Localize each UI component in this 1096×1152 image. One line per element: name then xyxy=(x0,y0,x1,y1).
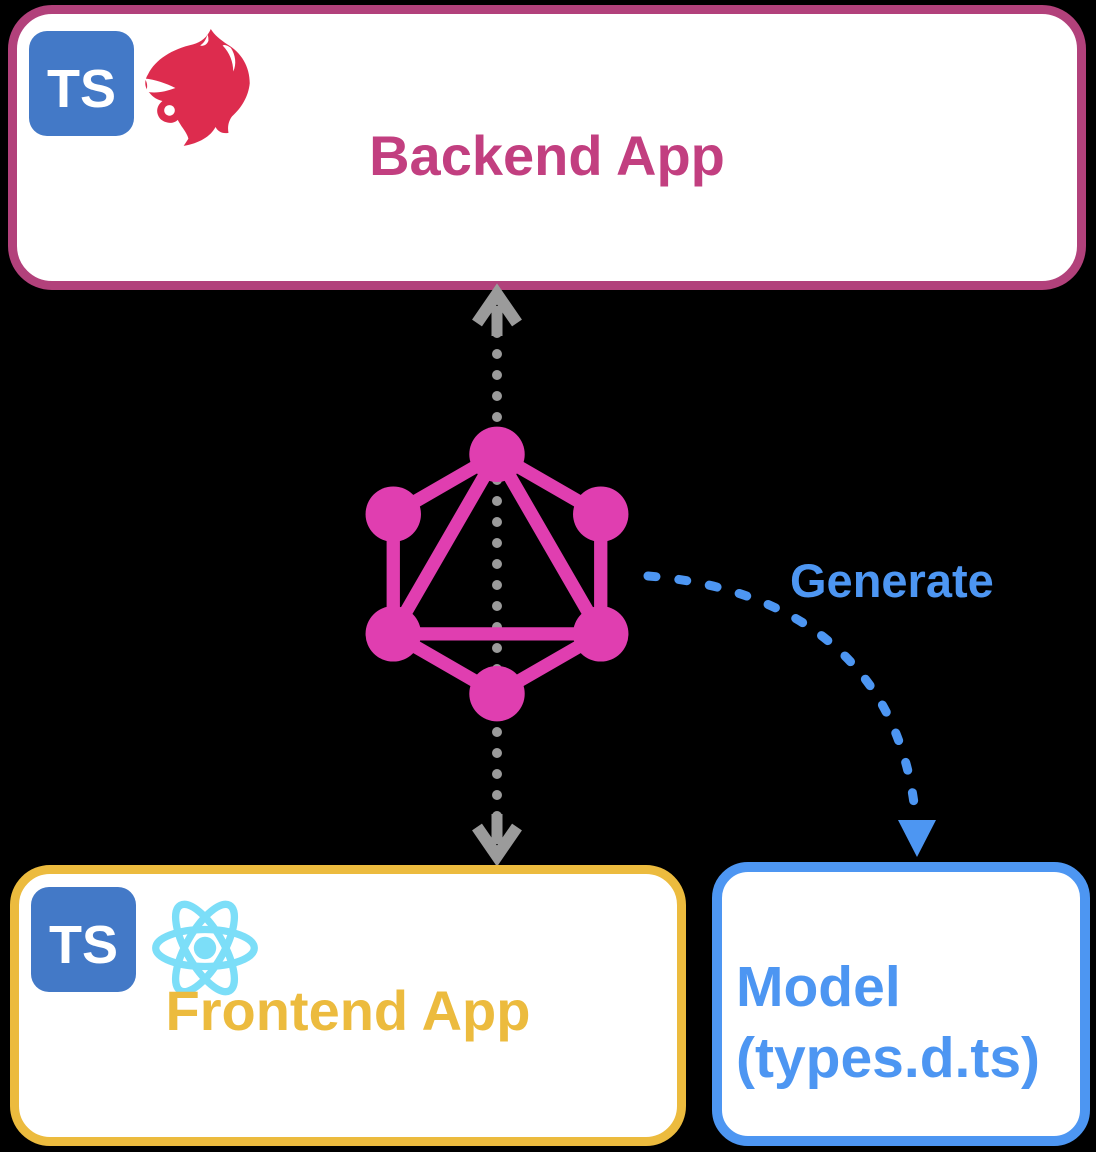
frontend-app-title: Frontend App xyxy=(165,979,531,1042)
graphql-edges xyxy=(381,441,613,702)
nestjs-paw-curl xyxy=(164,105,175,116)
typescript-icon-label: TS xyxy=(48,914,118,975)
react-core xyxy=(193,936,217,960)
react-orbits xyxy=(152,900,258,996)
graphql-nodes xyxy=(365,426,629,722)
arrow-down-icon xyxy=(472,823,522,867)
backend-app-box: TS Backend App xyxy=(8,5,1086,290)
typescript-icon: TS xyxy=(29,31,134,136)
model-title-line2: (types.d.ts) xyxy=(736,1026,1041,1090)
nestjs-body xyxy=(145,29,250,146)
model-title: Model (types.d.ts) xyxy=(736,952,1040,1094)
graphql-icon xyxy=(365,426,629,722)
react-icon xyxy=(152,900,258,996)
frontend-app-box: TS Frontend App xyxy=(10,865,686,1146)
typescript-icon-label: TS xyxy=(46,58,116,119)
generate-dashed-curve xyxy=(643,571,920,817)
nestjs-icon xyxy=(144,29,250,146)
nestjs-mouth xyxy=(144,78,176,93)
model-title-line1: Model xyxy=(736,955,901,1019)
arrow-up-icon xyxy=(472,283,522,327)
nestjs-mane-gap xyxy=(222,45,236,72)
nestjs-ear-notch xyxy=(200,34,209,46)
generate-arrowhead-icon xyxy=(898,820,936,857)
typescript-icon: TS xyxy=(31,887,136,992)
backend-app-title: Backend App xyxy=(369,124,725,187)
model-box: Model (types.d.ts) xyxy=(712,862,1090,1146)
generate-label: Generate xyxy=(790,554,994,607)
